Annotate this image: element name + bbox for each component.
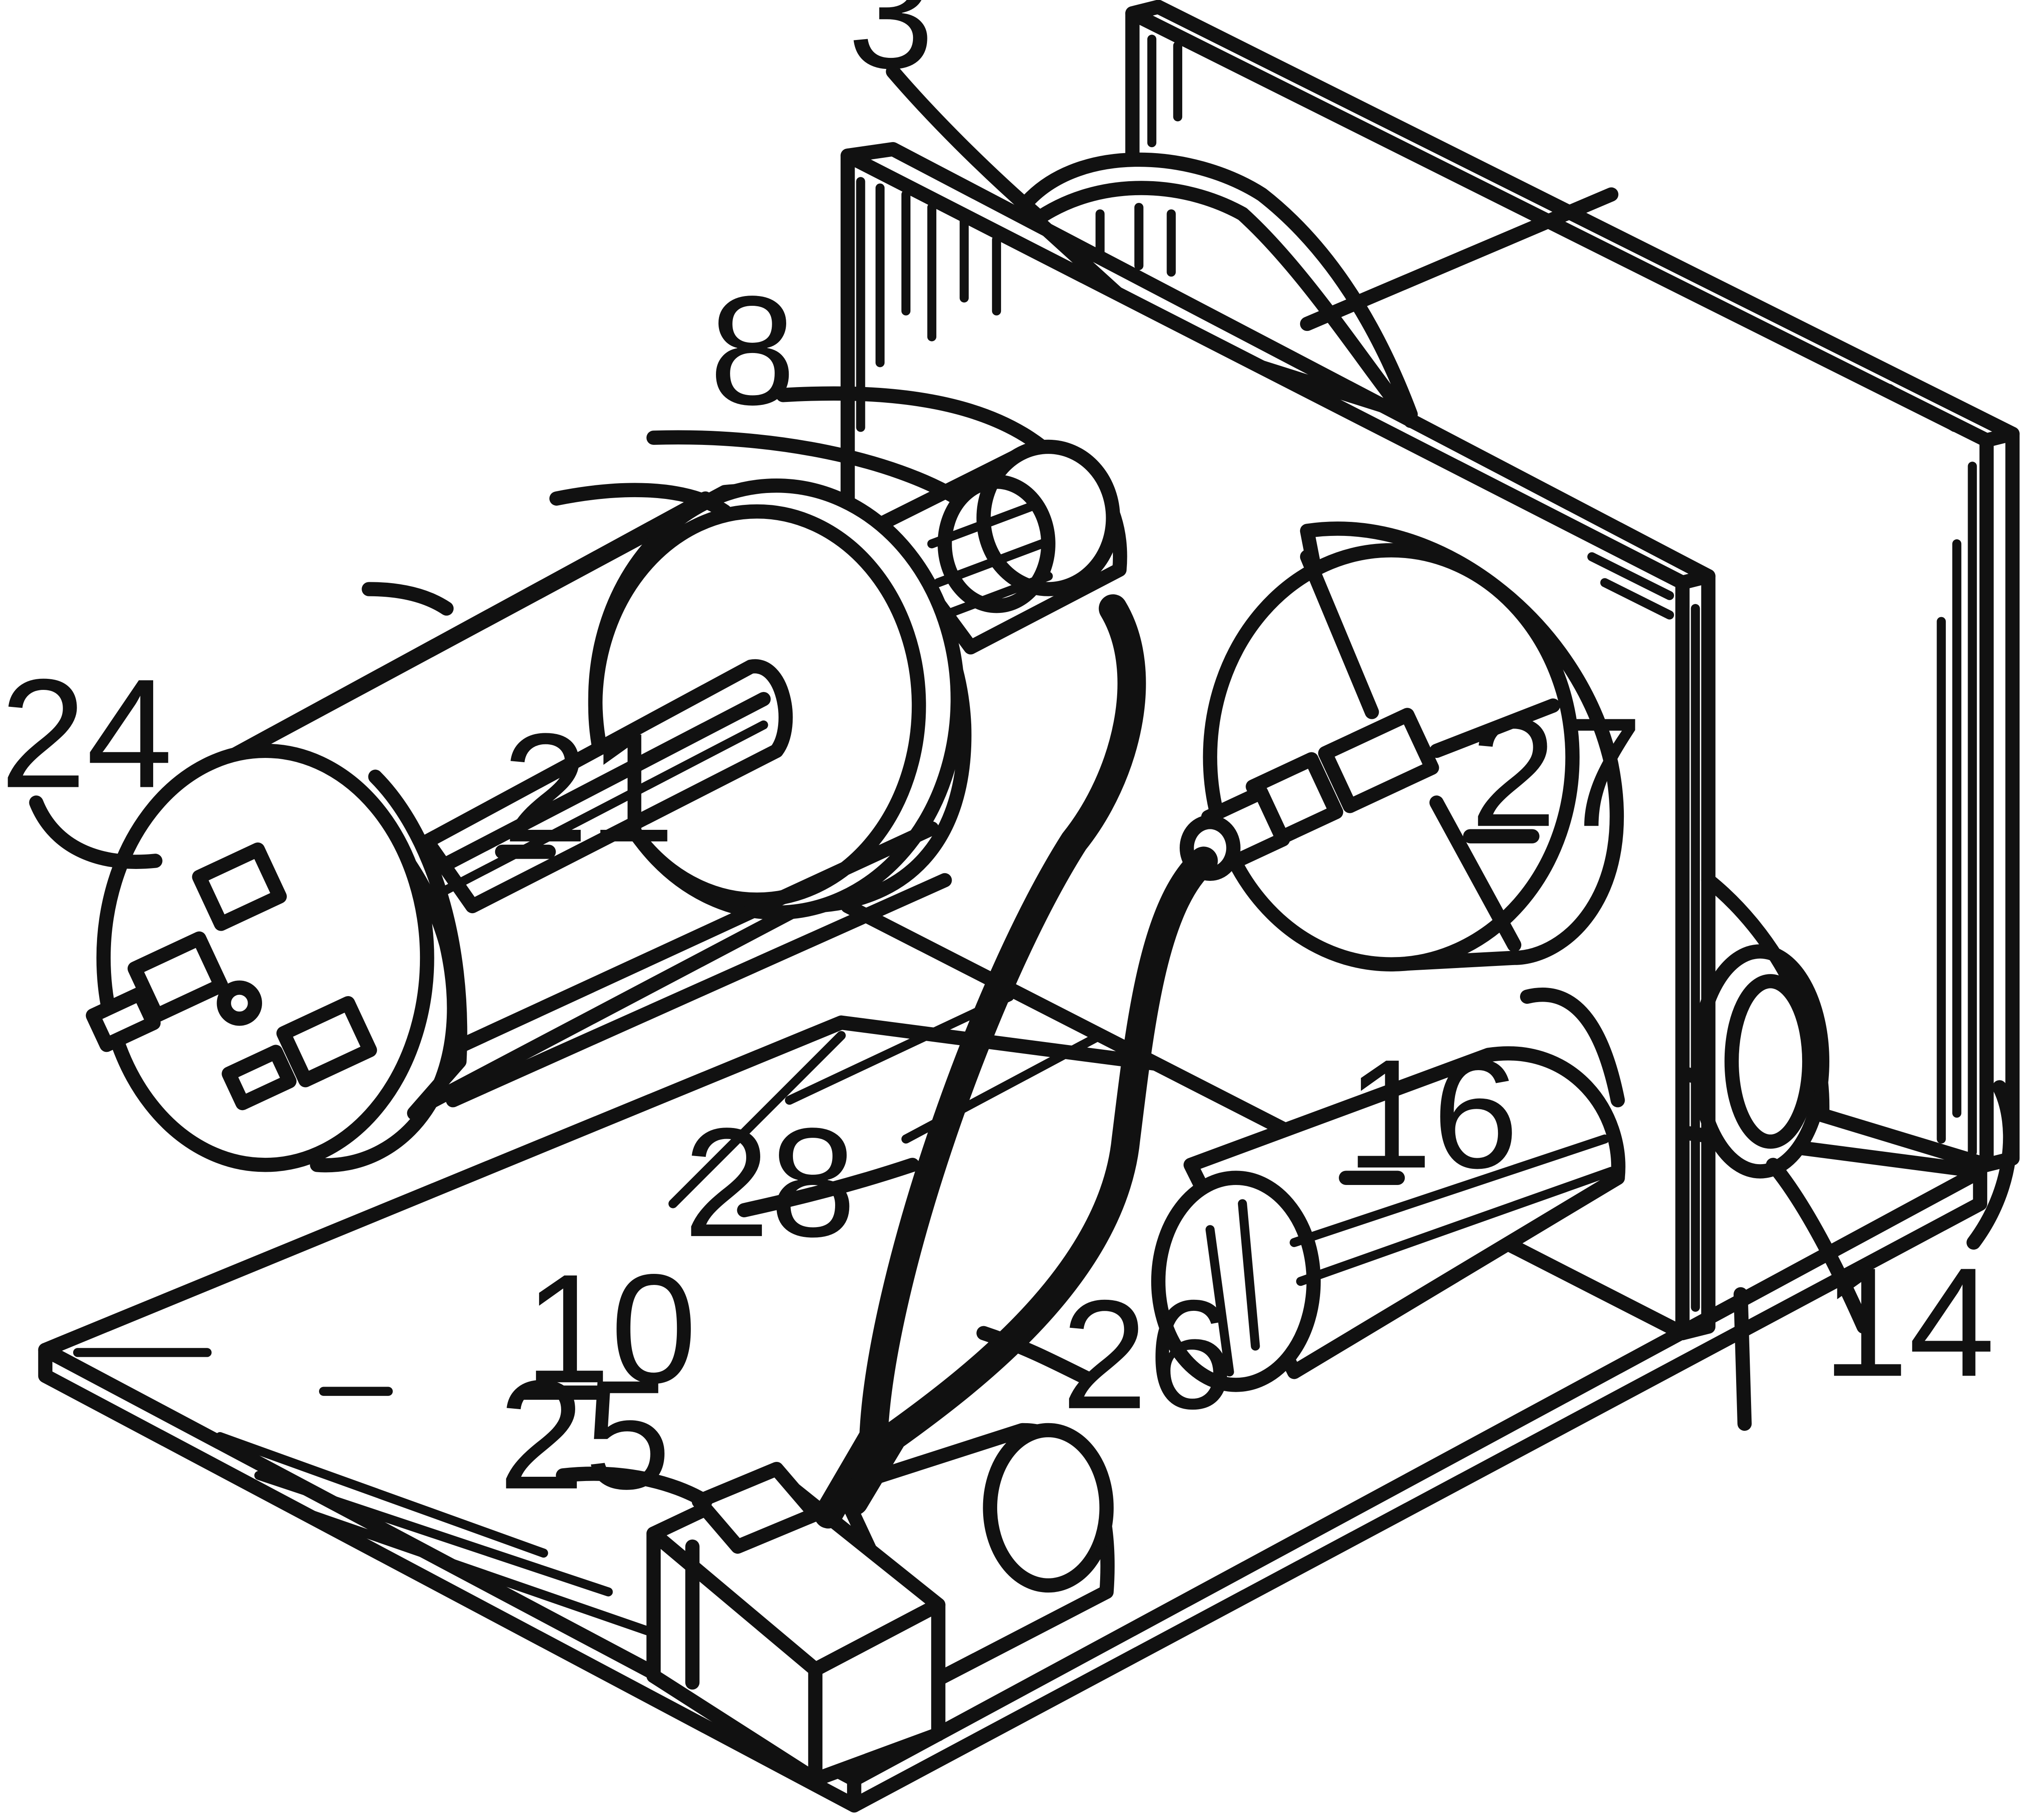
pump-25 — [646, 1423, 1115, 1787]
leader-side — [1966, 1080, 2017, 1250]
hose-28 — [814, 594, 1146, 1529]
end-cap-24 — [86, 743, 468, 1173]
hose-26 — [840, 846, 1218, 1516]
leader-8c — [549, 483, 732, 519]
wheel-connector — [1179, 708, 1439, 881]
label-25: 25 — [498, 1348, 671, 1521]
leader-3 — [886, 64, 1043, 221]
label-28: 28 — [683, 1096, 856, 1269]
end-cap-fittings — [86, 842, 377, 1111]
leader-24 — [29, 795, 163, 869]
leader-14b — [1733, 1287, 1752, 1431]
leader-25 — [556, 1467, 713, 1509]
label-8: 8 — [709, 264, 796, 437]
leader-8 — [776, 386, 1049, 454]
drum-assembly — [86, 439, 1127, 1173]
reference-labels: 3 8 24 21 27 16 28 10 26 25 14 — [0, 0, 1995, 1521]
motor-16 — [1151, 987, 1626, 1392]
label-3: 3 — [848, 0, 934, 101]
leader-24b — [362, 582, 454, 616]
leader-26 — [976, 1326, 1095, 1386]
leader-lines — [29, 64, 2017, 1509]
coupling-8 — [873, 439, 1127, 655]
rear-plate-shading — [1147, 34, 1977, 1157]
label-24: 24 — [0, 647, 173, 820]
front-plate-shading — [856, 177, 1700, 1312]
wheel-27 — [1179, 521, 1624, 972]
upper-pulley-3 — [1015, 152, 1619, 428]
leader-8b — [646, 430, 965, 506]
label-26: 26 — [1061, 1268, 1234, 1441]
label-14: 14 — [1822, 1236, 1995, 1409]
leader-14 — [1766, 1158, 1871, 1334]
leader-28 — [737, 1158, 920, 1218]
hoses — [814, 594, 1218, 1529]
